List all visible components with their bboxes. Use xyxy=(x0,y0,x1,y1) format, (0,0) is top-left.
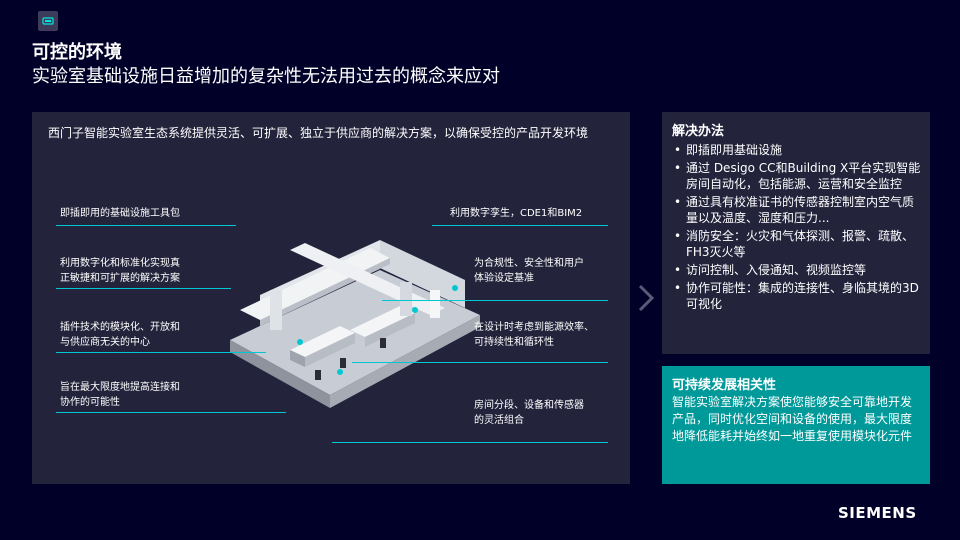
sustainability-panel: 可持续发展相关性 智能实验室解决方案使您能够安全可靠地开发产品，同时优化空间和设… xyxy=(662,366,930,484)
callout-line xyxy=(382,300,608,301)
chevron-right-icon xyxy=(638,284,655,312)
callout-plug-and-play: 即插即用的基础设施工具包 xyxy=(60,208,180,219)
list-item: •通过 Desigo CC和Building X平台实现智能房间自动化，包括能源… xyxy=(674,161,921,191)
callout-modular-hub: 插件技术的模块化、开放和 与供应商无关的中心 xyxy=(60,322,180,348)
callout-line xyxy=(352,362,608,363)
siemens-logo: SIEMENS xyxy=(838,504,917,522)
callout-line xyxy=(56,412,286,413)
callout-line xyxy=(56,352,266,353)
callout-line xyxy=(56,225,236,226)
solutions-panel: 解决办法 •即插即用基础设施 •通过 Desigo CC和Building X平… xyxy=(662,112,930,354)
intro-text: 西门子智能实验室生态系统提供灵活、可扩展、独立于供应商的解决方案，以确保受控的产… xyxy=(48,126,589,140)
lab-building-illustration xyxy=(230,240,480,408)
callout-line xyxy=(432,225,608,226)
callout-energy-efficiency: 在设计时考虑到能源效率、 可持续性和循环性 xyxy=(474,322,594,348)
page-title: 可控的环境 xyxy=(32,42,122,63)
list-item: •消防安全：火灾和气体探测、报警、疏散、FH3灭火等 xyxy=(674,229,915,259)
callout-compliance: 为合规性、安全性和用户 体验设定基准 xyxy=(474,258,584,284)
app-icon xyxy=(38,11,58,31)
page-subtitle: 实验室基础设施日益增加的复杂性无法用过去的概念来应对 xyxy=(32,66,500,87)
list-item: •即插即用基础设施 xyxy=(674,143,783,157)
lab-overview-panel: 西门子智能实验室生态系统提供灵活、可扩展、独立于供应商的解决方案，以确保受控的产… xyxy=(32,112,630,484)
callout-digital-twin: 利用数字孪生，CDE1和BIM2 xyxy=(450,208,583,219)
callout-collaboration: 旨在最大限度地提高连接和 协作的可能性 xyxy=(60,382,180,408)
bullet-icon: • xyxy=(674,263,682,277)
solutions-list: •即插即用基础设施 •通过 Desigo CC和Building X平台实现智能… xyxy=(672,142,924,314)
bullet-icon: • xyxy=(674,143,682,157)
sustainability-text: 智能实验室解决方案使您能够安全可靠地开发产品，同时优化空间和设备的使用，最大限度… xyxy=(672,395,913,443)
bullet-icon: • xyxy=(674,281,682,295)
list-item: •协作可能性：集成的连接性、身临其境的3D可视化 xyxy=(674,281,919,311)
bullet-icon: • xyxy=(674,195,682,209)
callout-digitalization: 利用数字化和标准化实现真 正敏捷和可扩展的解决方案 xyxy=(60,258,180,284)
callout-line xyxy=(332,442,608,443)
list-item: •通过具有校准证书的传感器控制室内空气质量以及温度、湿度和压力... xyxy=(674,195,915,225)
bullet-icon: • xyxy=(674,161,682,175)
bullet-icon: • xyxy=(674,229,682,243)
callout-line xyxy=(56,288,231,289)
callout-room-segmentation: 房间分段、设备和传感器 的灵活组合 xyxy=(474,400,584,426)
solutions-title: 解决办法 xyxy=(672,124,725,139)
list-item: •访问控制、入侵通知、视频监控等 xyxy=(674,263,867,277)
sustainability-title: 可持续发展相关性 xyxy=(672,378,777,393)
